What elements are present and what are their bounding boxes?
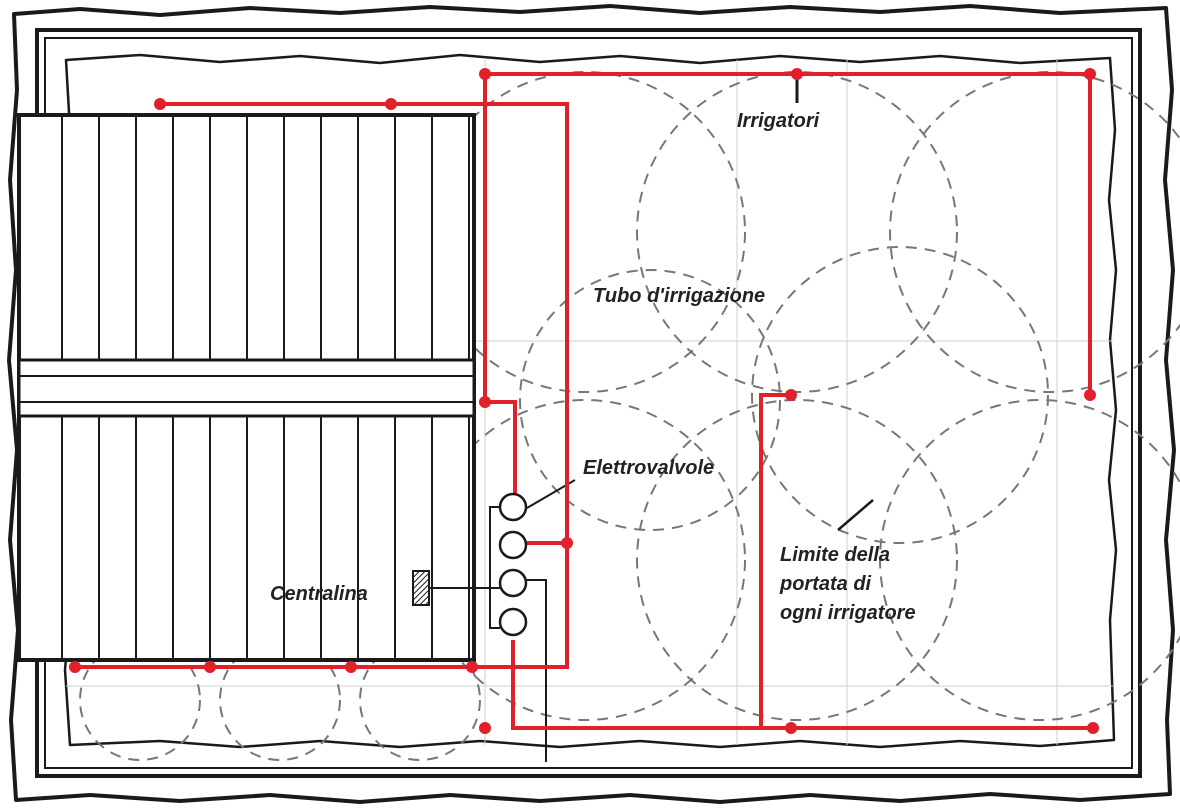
drain-wire <box>527 579 547 762</box>
solenoid-valves <box>498 492 528 637</box>
label-limite-line-2: portata di <box>779 573 872 595</box>
sprinkler-head <box>479 396 491 408</box>
coverage-circle <box>219 639 341 761</box>
roof-ridge <box>17 358 476 418</box>
controller-box <box>412 570 430 606</box>
pipe-bottom-zone <box>511 640 1093 730</box>
label-limite-line-1: Limite della <box>780 544 890 566</box>
coverage-circle <box>636 399 958 721</box>
label-tubo-irrigazione: Tubo d'irrigazione <box>593 285 765 307</box>
coverage-circle <box>79 639 201 761</box>
label-irrigatori: Irrigatori <box>737 110 820 132</box>
roof-tiles <box>61 115 470 660</box>
sprinkler-head <box>561 537 573 549</box>
pipe-right-zone <box>483 72 1092 402</box>
control-wiring <box>430 75 874 762</box>
sprinkler-heads <box>69 68 1099 734</box>
pipe-valve-feed <box>485 400 517 507</box>
sprinkler-head <box>791 68 803 80</box>
sprinkler-head <box>785 722 797 734</box>
label-limite-line-3: ogni irrigatore <box>780 602 916 624</box>
sprinkler-head <box>1084 389 1096 401</box>
sprinkler-head <box>466 661 478 673</box>
sprinkler-head <box>385 98 397 110</box>
pipe-center-zone <box>759 393 791 728</box>
sprinkler-head <box>154 98 166 110</box>
valve-3 <box>498 568 528 598</box>
valve-bracket <box>489 506 500 629</box>
house <box>17 113 476 662</box>
coverage-circle <box>519 269 781 531</box>
sprinkler-head <box>785 389 797 401</box>
label-centralina: Centralina <box>270 583 368 605</box>
sprinkler-head <box>479 722 491 734</box>
leader-limite <box>837 499 874 531</box>
sprinkler-head <box>1087 722 1099 734</box>
sprinkler-head <box>479 68 491 80</box>
valve-2 <box>498 530 528 560</box>
irrigation-pipes <box>75 72 1093 730</box>
sprinkler-head <box>345 661 357 673</box>
coverage-circle <box>889 71 1180 393</box>
coverage-circle <box>636 71 958 393</box>
sprinkler-head <box>204 661 216 673</box>
coverage-circle <box>359 639 481 761</box>
valve-1 <box>498 492 528 522</box>
coverage-circle <box>751 246 1049 544</box>
property-boundary <box>7 4 1176 804</box>
pipe-roof-zone <box>75 102 569 669</box>
label-elettrovalvole: Elettrovalvole <box>583 457 714 479</box>
coverage-circle <box>879 399 1180 721</box>
sprinkler-head <box>69 661 81 673</box>
valve-4 <box>498 607 528 637</box>
sprinkler-head <box>1084 68 1096 80</box>
